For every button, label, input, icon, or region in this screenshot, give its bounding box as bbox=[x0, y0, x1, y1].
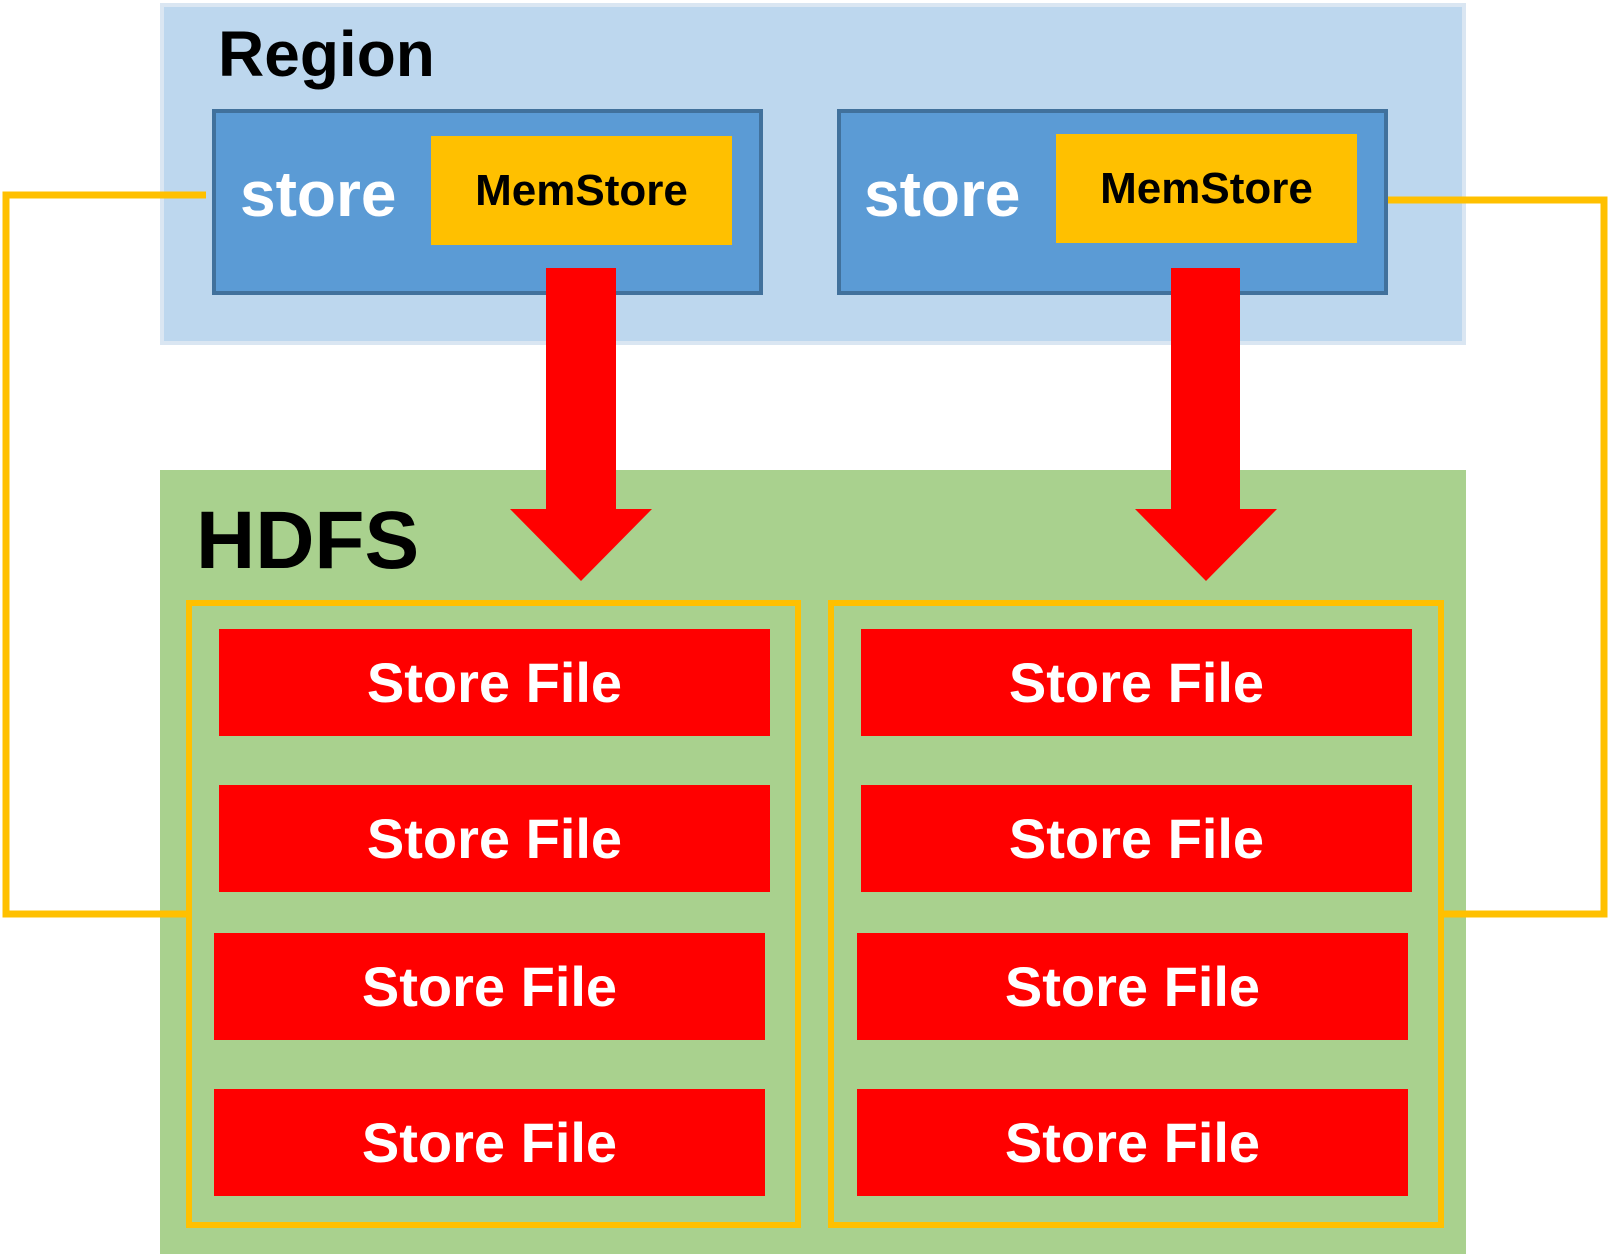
store-file-right-2: Store File bbox=[861, 785, 1412, 892]
store-file-left-3: Store File bbox=[214, 933, 765, 1040]
memstore-box-right: MemStore bbox=[1056, 134, 1357, 243]
store-label-left: store bbox=[240, 158, 397, 230]
store-file-right-1: Store File bbox=[861, 629, 1412, 736]
store-file-right-3: Store File bbox=[857, 933, 1408, 1040]
memstore-box-left: MemStore bbox=[431, 136, 732, 245]
store-label-right: store bbox=[864, 158, 1021, 230]
store-file-left-1: Store File bbox=[219, 629, 770, 736]
store-file-left-2: Store File bbox=[219, 785, 770, 892]
region-title: Region bbox=[218, 18, 435, 90]
store-file-left-4: Store File bbox=[214, 1089, 765, 1196]
store-file-right-4: Store File bbox=[857, 1089, 1408, 1196]
hdfs-title: HDFS bbox=[196, 495, 420, 586]
